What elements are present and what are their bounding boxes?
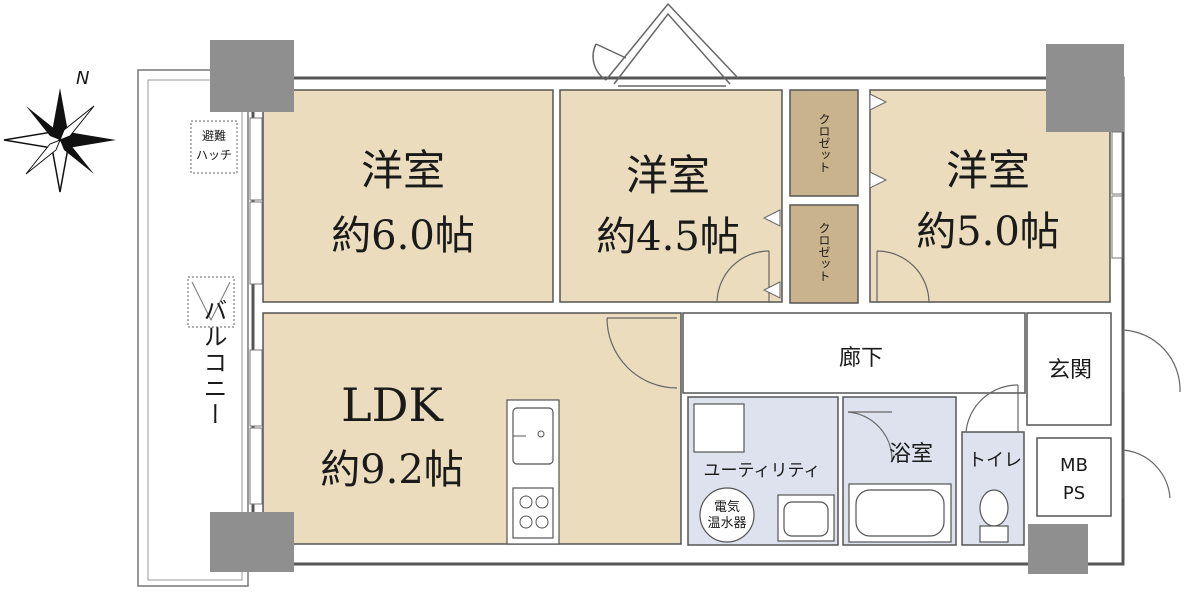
western-room-3-name: 洋室 (946, 146, 1030, 195)
evacuation-hatch-label-1: 避難 (202, 128, 226, 143)
western-room-1 (262, 89, 554, 303)
compass-icon (3, 88, 116, 193)
washer-pan-icon (693, 403, 745, 453)
kitchen-counter (506, 399, 560, 545)
closet-1-label: クロゼット (817, 113, 831, 173)
ldk-size: 約9.2帖 (320, 447, 464, 493)
bay-window (592, 2, 739, 87)
column-bottom-left (210, 512, 294, 572)
balcony-label: バルコニー (199, 298, 227, 428)
evacuation-hatch-label-2: ハッチ (196, 148, 232, 162)
western-room-2 (559, 89, 783, 303)
western-room-2-name: 洋室 (626, 151, 710, 200)
water-heater-icon (699, 487, 755, 543)
water-heater-label: 電気 温水器 (707, 499, 746, 531)
windows-right (1111, 131, 1123, 259)
toilet-label: トイレ (968, 450, 1022, 471)
bathroom-label: 浴室 (889, 442, 933, 467)
svg-text:バルコニー: バルコニー (199, 298, 227, 428)
closet-1 (789, 89, 859, 197)
mbps-label-2: PS (1063, 483, 1085, 504)
closet-2 (789, 204, 859, 304)
mbps-box (1036, 437, 1112, 517)
western-room-1-name: 洋室 (361, 146, 445, 195)
closet-door-marks (762, 93, 888, 299)
utility-fixtures (693, 403, 835, 543)
western-room-3-size: 約5.0帖 (916, 209, 1060, 255)
balcony-area (137, 69, 249, 587)
column-bottom-right (1028, 524, 1088, 574)
western-room-1-size: 約6.0帖 (331, 213, 475, 259)
hallway (682, 312, 1026, 394)
stove-icon (512, 487, 554, 539)
ldk-name: LDK (341, 378, 444, 432)
svg-text:温水器: 温水器 (707, 516, 746, 531)
svg-text:電気: 電気 (714, 499, 740, 515)
windows-left (249, 117, 263, 505)
column-top-left (210, 40, 294, 112)
hallway-label: 廊下 (839, 346, 883, 371)
evacuation-hatch: 避難 ハッチ (190, 120, 238, 174)
entrance-label: 玄関 (1048, 358, 1092, 383)
bathtub-icon (848, 483, 952, 543)
doors (606, 250, 1181, 499)
column-top-right (1046, 44, 1124, 132)
compass-north-label: N (76, 68, 89, 89)
entrance (1026, 312, 1112, 426)
utility-label: ユーティリティ (704, 461, 821, 481)
balcony-ladder-icon (187, 276, 235, 328)
ldk-room (262, 312, 682, 545)
closet-2-label: クロゼット (817, 222, 831, 282)
toilet-icon (979, 489, 1009, 543)
mbps-label-1: MB (1060, 455, 1088, 476)
western-room-2-size: 約4.5帖 (596, 214, 740, 260)
